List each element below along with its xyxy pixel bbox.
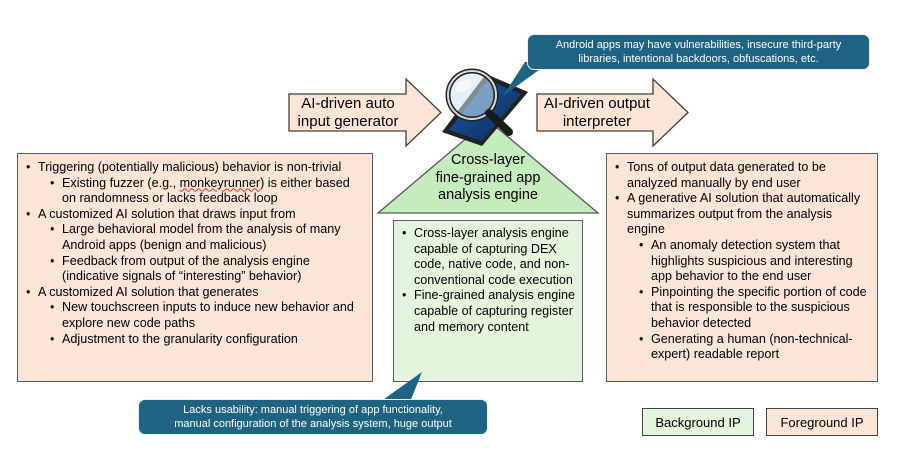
input-generator-arrow: AI-driven auto input generator	[288, 77, 443, 148]
engine-label-line1: Cross-layer	[450, 152, 526, 168]
output-arrow-line1: AI-driven output	[544, 94, 650, 112]
legend-background-ip: Background IP	[642, 408, 754, 436]
list-item: A generative AI solution that automatica…	[607, 191, 871, 238]
bottom-callout-pointer	[380, 372, 422, 402]
list-item: Feedback from output of the analysis eng…	[18, 254, 364, 285]
text-segment: Existing fuzzer (e.g.,	[62, 175, 180, 190]
input-arrow-line1: AI-driven auto	[301, 94, 395, 112]
list-item: A customized AI solution that draws inpu…	[18, 207, 364, 223]
bottom-callout-line1: Lacks usability: manual triggering of ap…	[183, 403, 443, 416]
list-item: Adjustment to the granularity configurat…	[18, 332, 364, 348]
list-item: Generating a human (non-technical-expert…	[607, 332, 871, 363]
output-interpreter-box: Tons of output data generated to be anal…	[606, 153, 878, 382]
input-arrow-line2: input generator	[297, 112, 399, 130]
list-item: A customized AI solution that generates	[18, 285, 364, 301]
list-item: Existing fuzzer (e.g., monkeyrunner) is …	[18, 176, 364, 207]
top-callout-pointer	[503, 62, 550, 96]
list-item: New touchscreen inputs to induce new beh…	[18, 300, 364, 331]
output-arrow-line2: interpreter	[562, 112, 632, 130]
analysis-engine-triangle	[376, 119, 600, 214]
right-arrow-shape	[288, 77, 442, 148]
input-generator-box: Triggering (potentially malicious) behav…	[17, 153, 373, 382]
fuzzer-name: monkeyrunner	[179, 175, 261, 190]
output-interpreter-arrow: AI-driven output interpreter	[536, 77, 690, 148]
list-item: Fine-grained analysis engine capable of …	[394, 288, 578, 335]
engine-label: Cross-layer fine-grained app analysis en…	[408, 152, 568, 205]
top-callout-line1: Android apps may have vulnerabilities, i…	[555, 38, 842, 51]
right-arrow-shape	[536, 77, 689, 148]
legend-foreground-ip: Foreground IP	[766, 408, 878, 436]
list-item: Triggering (potentially malicious) behav…	[18, 160, 364, 176]
list-item: Cross-layer analysis engine capable of c…	[394, 226, 578, 288]
bottom-callout: Lacks usability: manual triggering of ap…	[138, 399, 488, 435]
list-item: An anomaly detection system that highlig…	[607, 238, 871, 285]
list-item: Large behavioral model from the analysis…	[18, 222, 364, 253]
analysis-engine-box: Cross-layer analysis engine capable of c…	[393, 220, 583, 382]
bottom-callout-line2: manual configuration of the analysis sys…	[174, 418, 452, 430]
top-callout: Android apps may have vulnerabilities, i…	[527, 34, 870, 70]
engine-label-line2: fine-grained app	[435, 169, 541, 186]
text-segment: ) is either based on randomness or lacks…	[62, 175, 350, 206]
top-callout-line2: libraries, intentional backdoors, obfusc…	[578, 53, 819, 65]
list-item: Pinpointing the specific portion of code…	[607, 285, 871, 332]
list-item: Tons of output data generated to be anal…	[607, 160, 871, 191]
engine-label-line3: analysis engine	[438, 187, 538, 203]
